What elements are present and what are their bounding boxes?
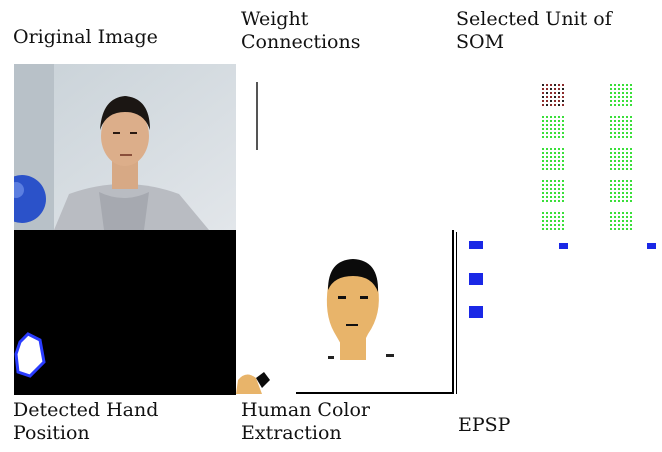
- som-unit: [542, 148, 564, 170]
- epsp-marker: [469, 273, 483, 285]
- human-color-extraction-image: [236, 230, 454, 394]
- epsp-marker: [469, 306, 483, 318]
- original-image: [14, 64, 236, 230]
- som-unit: [610, 212, 632, 230]
- epsp-marker: [559, 243, 568, 249]
- epsp-plot: [456, 232, 656, 394]
- som-grid: [542, 84, 632, 230]
- detected-hand-image: [14, 230, 236, 395]
- epsp-marker: [469, 241, 483, 249]
- som-selected-unit: [542, 84, 564, 106]
- som-unit: [610, 84, 632, 106]
- som-unit: [542, 180, 564, 202]
- weight-connections-panel: [236, 64, 456, 230]
- label-human-color-extraction: Human Color Extraction: [241, 399, 371, 444]
- label-weight-connections: Weight Connections: [241, 8, 361, 53]
- label-original-image: Original Image: [13, 26, 158, 48]
- label-detected-hand-position: Detected Hand Position: [13, 399, 159, 444]
- label-epsp: EPSP: [458, 414, 511, 436]
- som-unit: [610, 148, 632, 170]
- som-unit: [542, 212, 564, 230]
- som-unit: [542, 116, 564, 138]
- weight-connections-image: [236, 64, 456, 230]
- som-panel: [456, 64, 658, 230]
- som-unit: [610, 180, 632, 202]
- label-selected-unit-som: Selected Unit of SOM: [456, 8, 612, 53]
- epsp-marker: [647, 243, 656, 249]
- epsp-panel: [456, 230, 658, 396]
- detected-hand-panel: [14, 230, 236, 395]
- human-color-extraction-panel: [236, 230, 454, 394]
- som-unit: [610, 116, 632, 138]
- original-image-panel: [14, 64, 236, 230]
